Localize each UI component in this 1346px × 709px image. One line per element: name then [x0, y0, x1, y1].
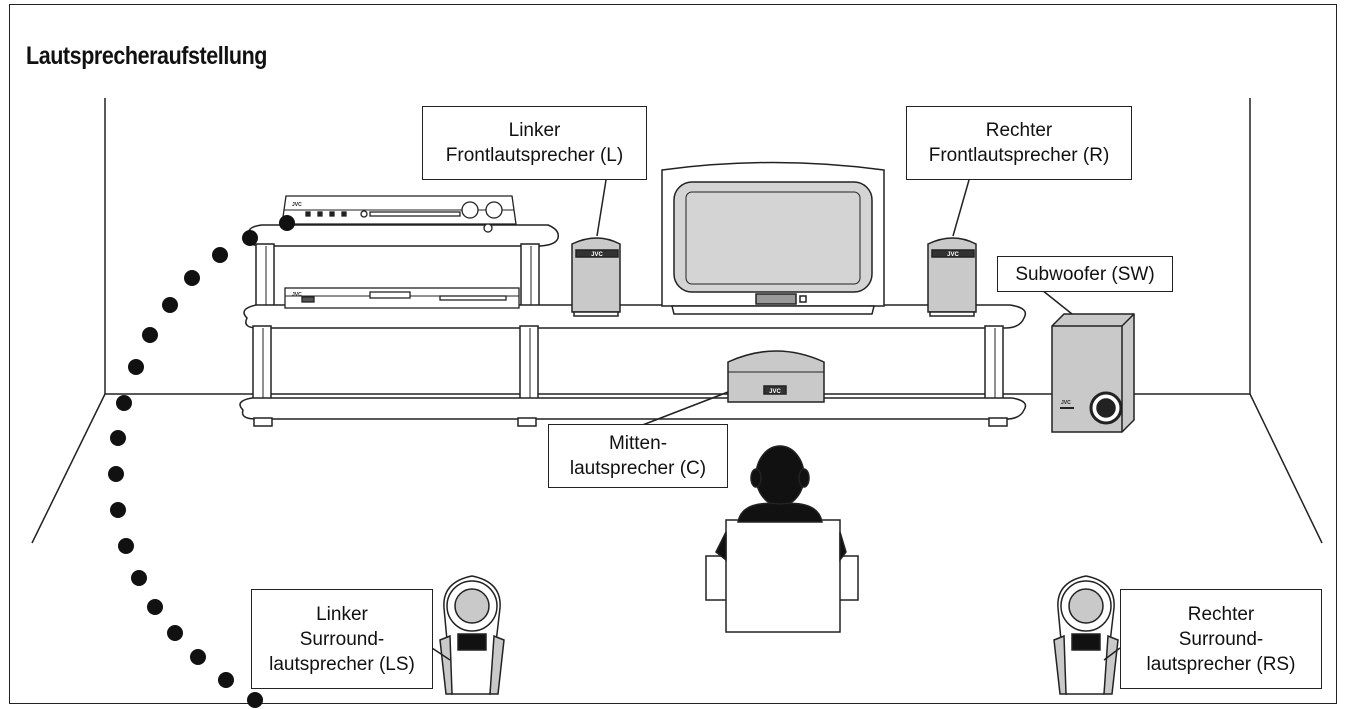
brand-center: JVC: [769, 389, 781, 395]
listener-chair: [705, 445, 859, 633]
front-left-speaker: [571, 237, 621, 317]
brand-front-left: JVC: [591, 252, 603, 258]
cable-dots: [108, 215, 295, 708]
label-surround-right: Rechter Surround- lautsprecher (RS): [1120, 589, 1322, 689]
label-subwoofer: Subwoofer (SW): [997, 256, 1173, 292]
front-right-speaker: [927, 237, 977, 317]
dvd-player: [284, 287, 520, 309]
brand-receiver: JVC: [292, 202, 302, 208]
floor-left: [31, 393, 106, 544]
brand-front-right: JVC: [947, 252, 959, 258]
center-speaker: [727, 350, 825, 403]
label-front-left: Linker Frontlautsprecher (L): [422, 106, 647, 180]
label-surround-left: Linker Surround- lautsprecher (LS): [251, 589, 433, 689]
floor-right: [1249, 393, 1323, 544]
diagram-title: Lautsprecheraufstellung: [26, 42, 268, 70]
brand-dvd: JVC: [292, 292, 302, 298]
tv-stand: [239, 224, 1027, 427]
surround-left-speaker: [439, 575, 505, 695]
brand-subwoofer: JVC: [1061, 400, 1071, 406]
receiver-unit: [281, 195, 517, 233]
label-front-right: Rechter Frontlautsprecher (R): [906, 106, 1132, 180]
label-center: Mitten- lautsprecher (C): [548, 424, 728, 488]
television: [661, 161, 885, 315]
subwoofer-speaker: [1051, 313, 1135, 433]
surround-right-speaker: [1053, 575, 1119, 695]
